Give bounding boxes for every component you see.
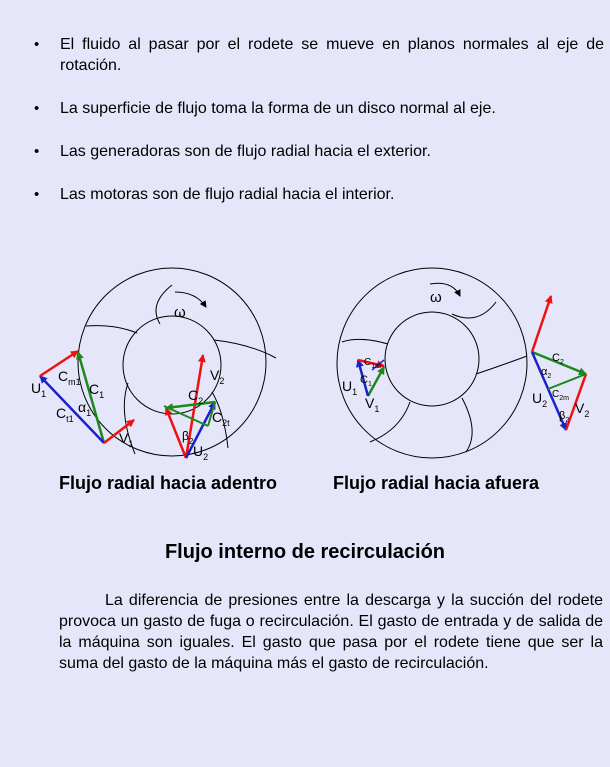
label-v1: V1 <box>119 430 133 449</box>
label-v1: V1 <box>365 395 379 414</box>
label-ct1: Ct1 <box>56 405 74 424</box>
label-cm1: Cm1 <box>58 368 81 387</box>
vector-c2 <box>531 350 587 376</box>
blade <box>213 339 277 359</box>
vector-c1 <box>366 366 386 397</box>
vector-c2m <box>207 401 216 427</box>
vector-u2 <box>184 401 217 459</box>
bullet-item: •La superficie de flujo toma la forma de… <box>34 100 496 117</box>
omega-symbol: ω <box>174 304 186 321</box>
vector-u2 <box>530 351 568 431</box>
omega-symbol: ω <box>430 289 442 306</box>
label-alpha1: α1 <box>78 399 91 418</box>
blade <box>211 391 229 449</box>
blade <box>123 382 136 455</box>
blade <box>451 301 497 319</box>
left-impeller: ω U1 Cm1 C1 α1 Ct1 V1 V2 C2 C2t β2 U2 <box>31 267 277 462</box>
label-u1: U1 <box>342 378 357 397</box>
bullet-item: •Las generadoras son de flujo radial hac… <box>34 143 431 160</box>
bullet-list: •El fluido al pasar por el rodete se mue… <box>0 34 610 227</box>
label-beta2: β2 <box>182 429 194 446</box>
vector-v1 <box>357 358 385 369</box>
vector-w1-entry <box>39 349 79 378</box>
caption-inward-flow: Flujo radial hacia adentro <box>59 473 278 493</box>
bullet-dot-icon: • <box>34 143 40 160</box>
label-u1: U1 <box>31 380 46 399</box>
label-c2t: C2t <box>212 409 230 428</box>
label-c1: C1 <box>89 381 104 400</box>
vector-v2 <box>184 354 206 459</box>
inner-circle <box>122 315 222 415</box>
right-impeller: ω C1m U1 C1 V1 C2 α2 C2m U2 β2 V2 <box>336 267 589 459</box>
label-c1: C1 <box>360 374 372 388</box>
label-c2m: C2m <box>552 389 569 402</box>
rotation-arrow <box>429 282 461 297</box>
vector-v2 <box>564 373 588 431</box>
vector-c2m <box>547 373 587 390</box>
caption-outward-flow: Flujo radial hacia afuera <box>333 473 540 493</box>
label-u2: U2 <box>193 443 208 462</box>
label-c1m: C1m <box>364 357 381 370</box>
label-v2: V2 <box>210 367 224 386</box>
outer-circle <box>77 267 267 457</box>
label-beta2: β2 <box>559 410 569 424</box>
label-alpha2: α2 <box>541 366 551 380</box>
bullet-item: •El fluido al pasar por el rodete se mue… <box>34 36 604 74</box>
rotation-arrow <box>174 291 207 308</box>
blade <box>369 401 411 443</box>
bullet-item: •Las motoras son de flujo radial hacia e… <box>34 186 395 203</box>
label-u2: U2 <box>532 390 547 409</box>
vector-c2t <box>163 405 209 427</box>
outer-circle <box>336 267 528 459</box>
blade <box>341 338 389 345</box>
blade <box>155 284 173 325</box>
section-title: Flujo interno de recirculación <box>164 541 446 563</box>
bullet-dot-icon: • <box>34 36 40 53</box>
vector-v2-inner <box>164 407 188 459</box>
vector-v1 <box>103 419 135 444</box>
label-c2: C2 <box>188 387 203 406</box>
vector-c2 <box>165 400 216 412</box>
blade <box>461 397 473 453</box>
impeller-diagrams: ω U1 Cm1 C1 α1 Ct1 V1 V2 C2 C2t β2 U2 <box>31 267 589 462</box>
impeller-figure: ω U1 Cm1 C1 α1 Ct1 V1 V2 C2 C2t β2 U2 <box>0 262 610 507</box>
vector-u1 <box>356 359 370 397</box>
vector-c1m <box>371 359 385 371</box>
blade <box>475 355 528 375</box>
body-paragraph: La diferencia de presiones entre la desc… <box>59 592 603 672</box>
vector-u1 <box>39 375 105 444</box>
label-v2: V2 <box>575 400 589 419</box>
bullet-dot-icon: • <box>34 186 40 203</box>
inner-circle <box>384 311 480 407</box>
bullet-dot-icon: • <box>34 100 40 117</box>
label-c2: C2 <box>552 352 564 366</box>
blade <box>85 325 138 334</box>
vector-c1 <box>76 351 106 444</box>
vector-v2-outer <box>530 295 553 353</box>
